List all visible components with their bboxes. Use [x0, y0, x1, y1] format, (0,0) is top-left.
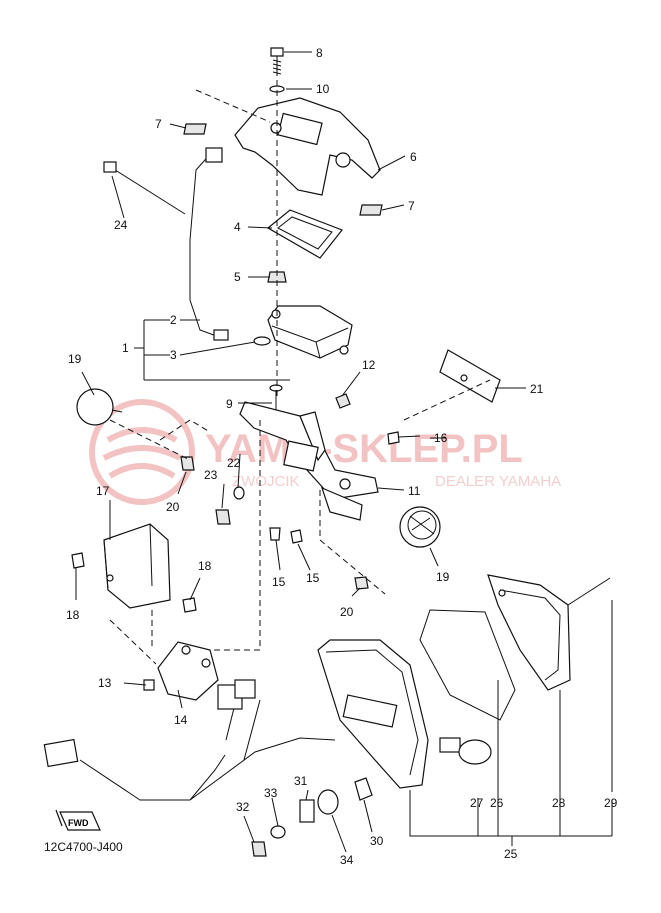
callout-10: 10 [316, 82, 330, 96]
callout-11: 11 [408, 484, 421, 498]
callout-19-right: 19 [436, 570, 450, 584]
callout-3: 3 [170, 348, 177, 362]
callout-18-left: 18 [66, 608, 80, 622]
callout-7-left: 7 [155, 117, 162, 131]
nut-32 [251, 841, 267, 857]
bolt-16 [387, 431, 421, 445]
callout-32: 32 [236, 800, 250, 814]
collar-34 [317, 789, 339, 815]
plate-21 [439, 349, 501, 403]
callout-20-right: 20 [340, 605, 354, 619]
grommet-5 [267, 271, 287, 283]
collar-31 [299, 799, 315, 823]
callout-20-left: 20 [166, 500, 180, 514]
callout-18-right: 18 [198, 559, 212, 573]
callout-14: 14 [174, 713, 188, 727]
pad-7-right [359, 204, 383, 216]
gasket-26 [419, 609, 516, 721]
nut-20-left [180, 456, 195, 471]
callout-30: 30 [370, 834, 384, 848]
callout-15-right: 15 [306, 571, 320, 585]
screw-9 [269, 384, 283, 413]
callout-8: 8 [316, 46, 323, 60]
callout-23: 23 [204, 468, 218, 482]
lens-28 [487, 574, 571, 691]
callout-19-left: 19 [68, 352, 82, 366]
diagram-code: 12C4700-J400 [44, 840, 123, 854]
meter-cover [234, 97, 381, 196]
fwd-arrow-icon: FWD [55, 809, 101, 831]
harness [43, 679, 336, 801]
watermark: YAMA-SKLEP.PL ZWOJCIK DEALER YAMAHA [89, 399, 561, 505]
callout-22: 22 [227, 456, 241, 470]
pad-7-left [183, 123, 207, 135]
meter-connector [205, 147, 223, 163]
callout-15-left: 15 [272, 575, 286, 589]
reflector-19-right [399, 506, 441, 548]
callout-29: 29 [604, 796, 618, 810]
bolt-13 [143, 679, 155, 691]
callout-numbers: 8 10 7 6 7 24 4 5 2 1 3 19 12 21 9 16 22… [66, 46, 618, 867]
meter-wire [189, 149, 223, 339]
callout-7-right: 7 [408, 199, 415, 213]
cable-tie-24 [111, 167, 186, 215]
callout-12: 12 [362, 358, 376, 372]
callout-9: 9 [226, 397, 233, 411]
bracket-11 [239, 401, 379, 521]
watermark-title: YAMA-SKLEP.PL [205, 427, 523, 471]
washer-33 [270, 825, 286, 839]
callout-27: 27 [470, 796, 484, 810]
gasket-4 [266, 209, 343, 259]
nut-23 [215, 509, 231, 525]
screw-15-left [269, 527, 281, 541]
callout-33: 33 [264, 786, 278, 800]
license-light-17 [103, 523, 171, 609]
bulb-socket [213, 329, 229, 341]
callout-17: 17 [96, 484, 110, 498]
callout-34: 34 [340, 853, 354, 867]
screw-18-left [71, 552, 85, 569]
callout-2: 2 [170, 313, 177, 327]
callout-16: 16 [434, 431, 448, 445]
watermark-subtitle: DEALER YAMAHA [435, 473, 561, 490]
callout-4: 4 [234, 220, 241, 234]
reflector-19-left [76, 388, 123, 426]
meter-unit [267, 305, 353, 359]
callout-26: 26 [490, 796, 504, 810]
callout-21: 21 [530, 382, 544, 396]
watermark-logo-icon [89, 399, 195, 505]
fwd-label: FWD [68, 818, 89, 828]
callout-24: 24 [114, 218, 128, 232]
leader-lines [75, 51, 613, 853]
screw-18-right [182, 597, 197, 613]
washer-22 [233, 486, 245, 500]
tail-light-housing [317, 639, 429, 789]
callout-28: 28 [552, 796, 566, 810]
callout-25: 25 [504, 847, 518, 861]
screw-29 [567, 577, 611, 606]
nut-20-right [354, 576, 369, 590]
callout-5: 5 [234, 270, 241, 284]
bulb-3 [253, 336, 271, 346]
callout-6: 6 [410, 150, 417, 164]
watermark-prefix: ZWOJCIK [232, 473, 300, 490]
grommet-30 [354, 777, 373, 801]
callout-31: 31 [294, 774, 308, 788]
callout-13: 13 [98, 676, 112, 690]
bolt-8 [270, 47, 284, 76]
callout-1: 1 [122, 341, 129, 355]
bracket-14 [157, 641, 219, 701]
bulb-27 [439, 737, 492, 765]
nut-12 [335, 393, 351, 409]
screw-15-right [290, 529, 303, 544]
